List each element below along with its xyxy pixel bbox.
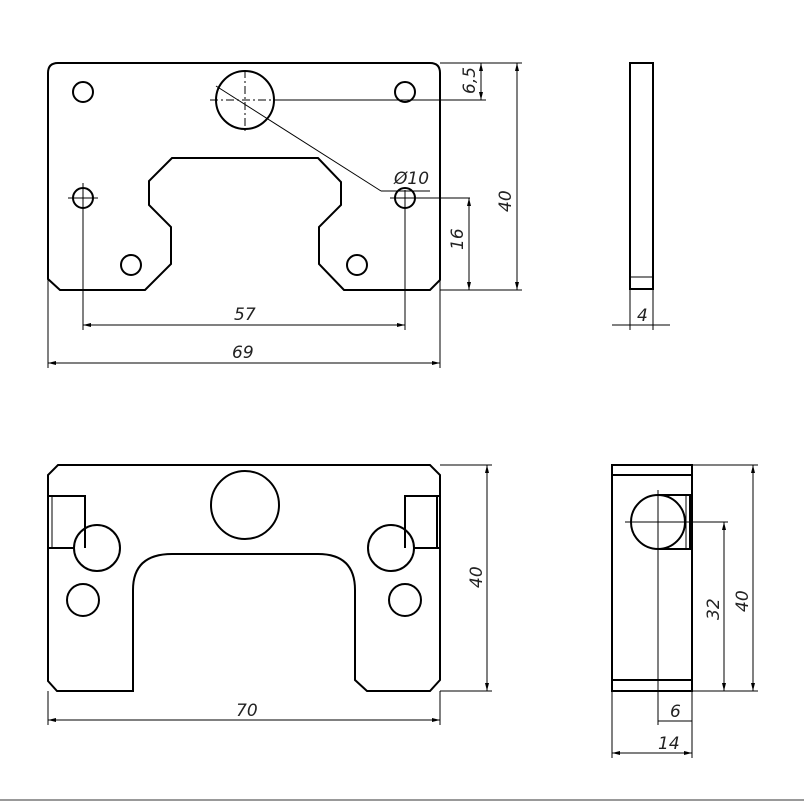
dim-6-5: 6,5 bbox=[460, 67, 480, 94]
dimension-lines bbox=[47, 62, 522, 368]
dim-14: 14 bbox=[658, 734, 680, 754]
dim-57: 57 bbox=[234, 305, 256, 325]
dim-40: 40 bbox=[496, 190, 516, 212]
dim-6: 6 bbox=[670, 702, 681, 722]
dim-69: 69 bbox=[232, 343, 254, 363]
dim-40-bottom: 40 bbox=[467, 566, 487, 588]
center-lines bbox=[68, 70, 470, 330]
dim-32: 32 bbox=[704, 598, 724, 620]
block-outline bbox=[47, 464, 441, 692]
dim-40-end: 40 bbox=[733, 590, 753, 612]
end-view: 32 40 6 14 bbox=[611, 464, 758, 758]
plate-outline bbox=[47, 62, 441, 291]
front-view: 6,5 40 Ø10 16 57 69 bbox=[47, 62, 522, 368]
dim-16: 16 bbox=[448, 228, 468, 250]
dim-4: 4 bbox=[637, 306, 648, 326]
dim-70: 70 bbox=[236, 701, 258, 721]
holes bbox=[72, 70, 416, 276]
dim-diameter: Ø10 bbox=[393, 169, 429, 189]
bottom-view: 40 70 bbox=[47, 464, 492, 725]
side-view: 4 bbox=[612, 62, 670, 330]
